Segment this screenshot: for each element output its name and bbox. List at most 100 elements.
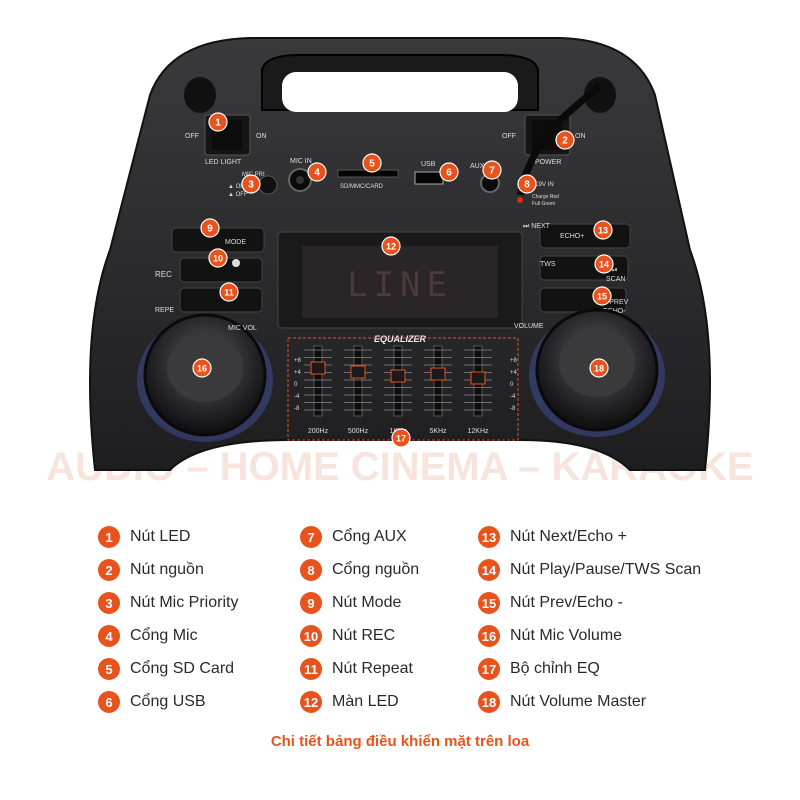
legend-item: 6 Cổng USB: [98, 690, 206, 714]
legend-label: Bộ chỉnh EQ: [510, 660, 600, 677]
legend-label: Cổng SD Card: [130, 660, 235, 677]
eq-scale-label: -4: [294, 394, 300, 400]
legend-label: Cổng nguồn: [332, 561, 420, 578]
legend-label: Nút Next/Echo +: [510, 528, 627, 545]
tws-label: TWS: [540, 261, 556, 268]
callout-marker-number: 8: [524, 180, 530, 191]
led-on-label: ON: [256, 133, 267, 140]
callout-marker-number: 14: [599, 260, 609, 270]
callout-marker-12: [381, 236, 401, 256]
mic-in-jack-hole: [296, 176, 304, 184]
repe-label: REPE: [155, 307, 174, 314]
legend-number-badge: 14: [478, 559, 500, 581]
callout-marker-8: [517, 174, 537, 194]
callout-marker-1: [208, 112, 228, 132]
next-label: ⏭ NEXT: [523, 223, 551, 230]
callout-marker-number: 5: [369, 159, 375, 170]
callout-marker-number: 12: [386, 242, 396, 252]
led-display: [302, 246, 498, 318]
callout-marker-number: 7: [489, 166, 495, 177]
legend-label: Nút Volume Master: [510, 693, 647, 710]
callout-marker-17: [391, 428, 411, 448]
callout-marker-2: [555, 130, 575, 150]
speaker-top-panel: AUDIO – HOME CINEMA – KARAOKE OFF ON LED…: [46, 37, 754, 489]
scan-label: SCAN: [606, 276, 625, 283]
eq-band-label: 200Hz: [308, 428, 329, 435]
eq-band-label: 5KHz: [429, 428, 447, 435]
legend-label: Cổng USB: [130, 693, 206, 710]
volume-label: VOLUME: [514, 323, 544, 330]
legend-item: 9 Nút Mode: [300, 591, 401, 615]
callout-marker-number: 2: [562, 136, 568, 147]
callout-marker-number: 15: [597, 292, 607, 302]
legend-item: 5 Cổng SD Card: [98, 657, 234, 681]
display-text: LINE: [347, 265, 453, 305]
mic-vol-label: MIC VOL: [228, 325, 257, 332]
legend-number-badge: 7: [300, 526, 322, 548]
legend-number-badge: 17: [478, 658, 500, 680]
callout-marker-number: 4: [314, 168, 320, 179]
eq-band-label: 12KHz: [467, 428, 489, 435]
callout-marker-number: 11: [224, 288, 234, 298]
legend-number-badge: 2: [98, 559, 120, 581]
legend-label: Nút Mode: [332, 594, 402, 611]
aux-in-label: AUX IN: [470, 163, 493, 170]
caption: Chi tiết bảng điều khiển mặt trên loa: [270, 733, 530, 750]
callout-marker-number: 1: [215, 118, 221, 129]
callout-marker-number: 10: [213, 254, 223, 264]
legend-number-badge: 4: [98, 625, 120, 647]
eq-slider-track: [313, 345, 323, 417]
charge-label: Charge Red: [532, 194, 559, 200]
power-label: POWER: [535, 159, 561, 166]
eq-slider-12KHz[interactable]: [470, 371, 486, 385]
equalizer-title: EQUALIZER: [374, 334, 427, 344]
callout-marker-number: 6: [446, 168, 452, 179]
legend-number-badge: 10: [300, 625, 322, 647]
rec-label: REC: [155, 270, 172, 279]
legend-label: Màn LED: [332, 693, 399, 710]
equalizer-sliders: 200Hz500Hz1KHz5KHz12KHz+8+8+4+400-4-4-8-…: [294, 345, 518, 435]
handle-opening: [282, 72, 518, 112]
legend-number-badge: 5: [98, 658, 120, 680]
eq-scale-label: -4: [510, 394, 516, 400]
eq-scale-label: +4: [294, 370, 302, 376]
callout-marker-9: [200, 218, 220, 238]
legend-number-badge: 13: [478, 526, 500, 548]
play-scan-icon: ⏯: [612, 266, 618, 274]
eq-band-label: 500Hz: [348, 428, 369, 435]
eq-scale-label: -8: [294, 406, 300, 412]
usb-port[interactable]: [414, 171, 444, 185]
eq-slider-500Hz[interactable]: [350, 365, 366, 379]
legend-label: Cổng AUX: [332, 528, 407, 545]
next-echo-plus-button[interactable]: [539, 223, 631, 249]
eq-scale-label: +8: [510, 358, 518, 364]
callout-marker-3: [241, 174, 261, 194]
mic-priority-switch[interactable]: [258, 175, 278, 195]
legend-label: Nút Prev/Echo -: [510, 594, 623, 611]
legend-number-badge: 6: [98, 691, 120, 713]
callout-marker-5: [362, 153, 382, 173]
callout-marker-7: [482, 160, 502, 180]
callout-marker-number: 3: [248, 180, 254, 191]
legend-number-badge: 3: [98, 592, 120, 614]
dc-in-label: DC9V IN: [530, 182, 554, 188]
legend-label: Nút Play/Pause/TWS Scan: [510, 561, 702, 578]
legend-number-badge: 9: [300, 592, 322, 614]
eq-slider-200Hz[interactable]: [310, 361, 326, 375]
legend-item: 14 Nút Play/Pause/TWS Scan: [478, 558, 701, 582]
callout-marker-number: 17: [396, 434, 406, 444]
screw-hole: [184, 77, 216, 113]
full-label: Full Green: [532, 201, 556, 207]
callout-marker-15: [592, 286, 612, 306]
eq-slider-1KHz[interactable]: [390, 369, 406, 383]
eq-slider-5KHz[interactable]: [430, 367, 446, 381]
callout-marker-6: [439, 162, 459, 182]
callout-marker-10: [208, 248, 228, 268]
callout-marker-16: [192, 358, 212, 378]
